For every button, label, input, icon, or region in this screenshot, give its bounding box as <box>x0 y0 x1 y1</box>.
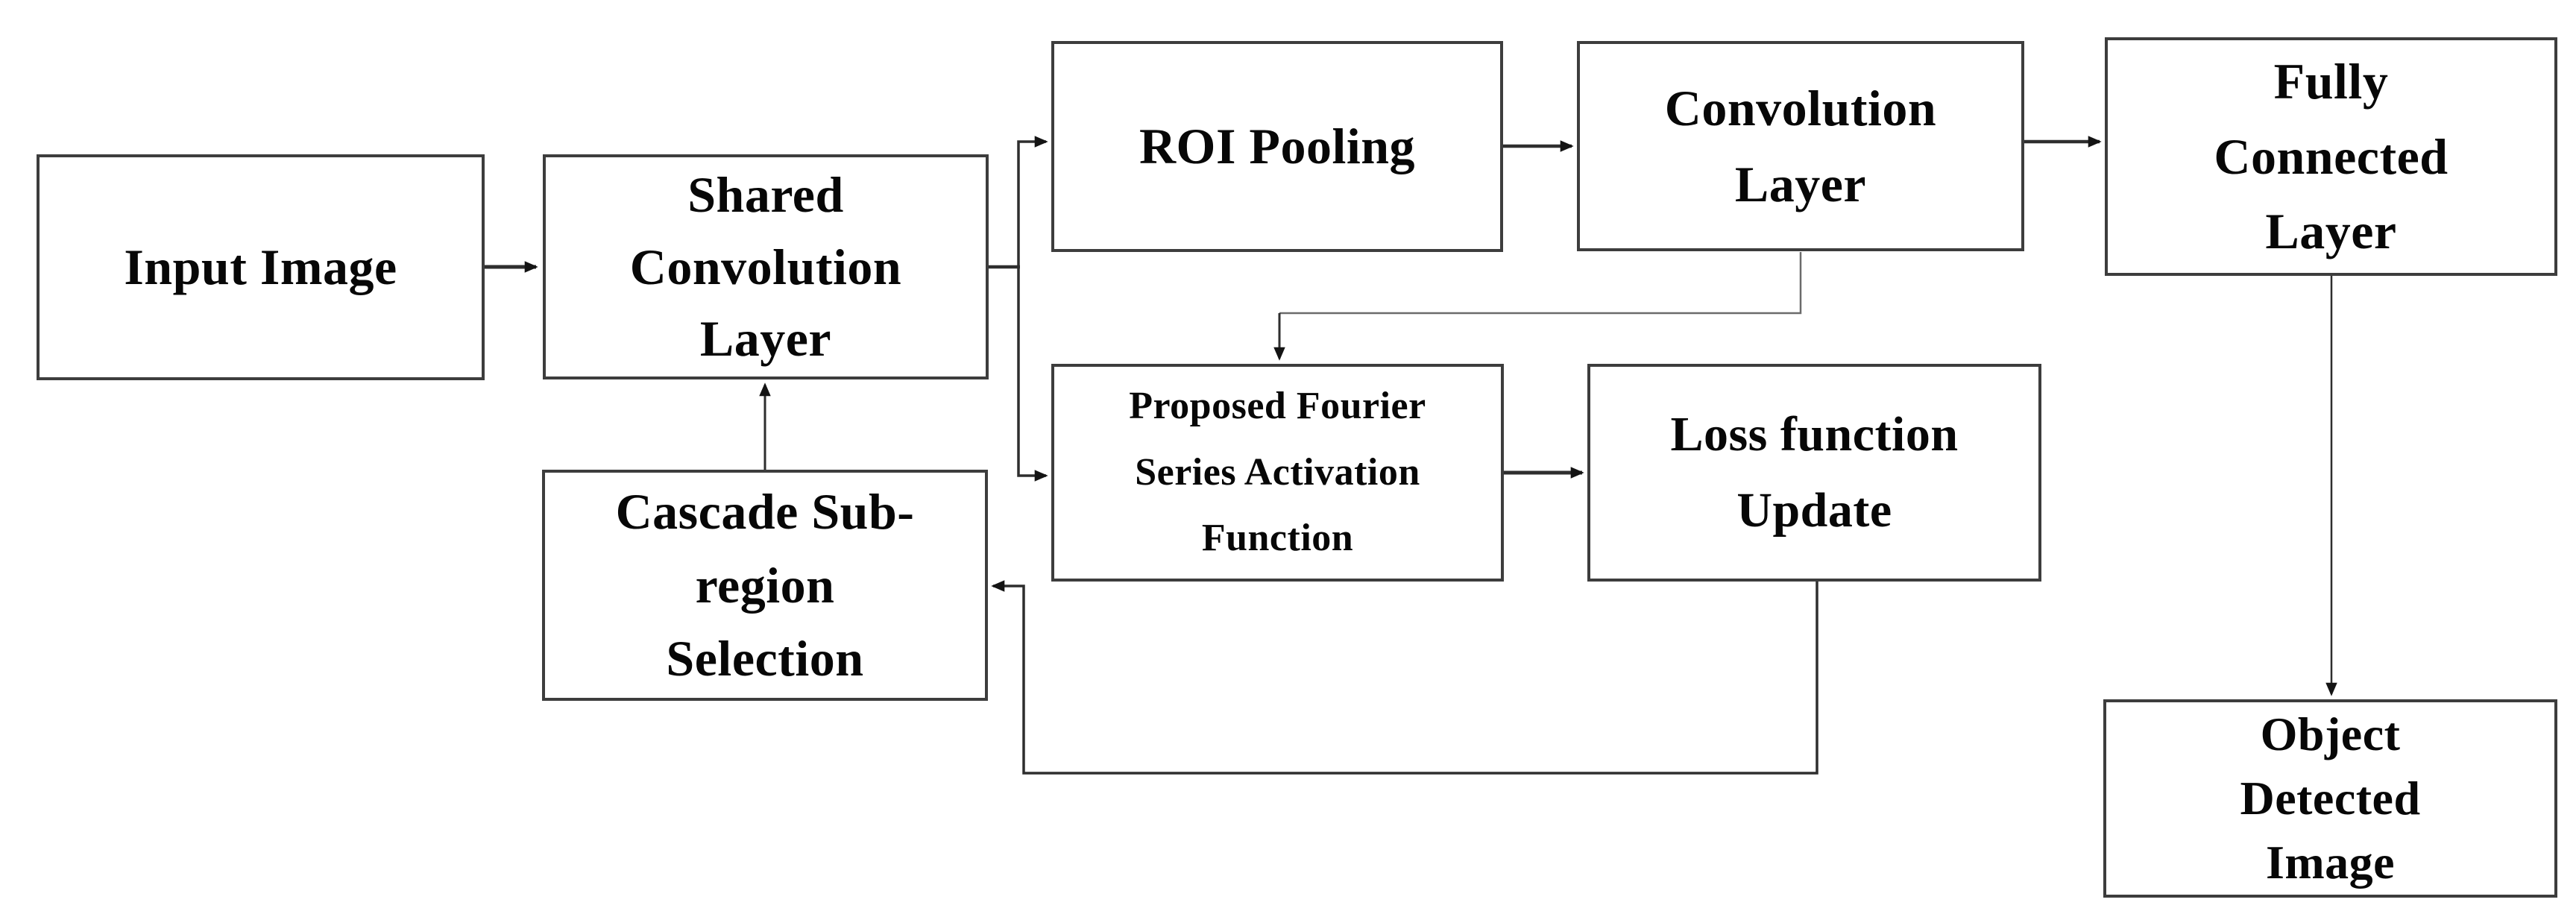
arrow-loss-update-to-cascade <box>991 580 1818 775</box>
line-conv-layer-to-fourier-elbow <box>1279 252 1802 315</box>
arrow-shared-conv-to-fourier <box>1017 267 1048 482</box>
node-loss-function-update: Loss function Update <box>1587 364 2041 582</box>
node-fourier-series-activation-function: Proposed Fourier Series Activation Funct… <box>1051 364 1504 582</box>
node-cascade-subregion-selection: Cascade Sub- region Selection <box>542 470 988 701</box>
node-shared-convolution-layer: Shared Convolution Layer <box>543 154 989 379</box>
node-roi-pooling: ROI Pooling <box>1051 41 1503 252</box>
arrow-shared-conv-to-roi-pooling <box>1017 136 1048 267</box>
node-fully-connected-layer: Fully Connected Layer <box>2105 37 2557 276</box>
node-convolution-layer: Convolution Layer <box>1577 41 2024 251</box>
node-object-detected-image: Object Detected Image <box>2103 699 2557 898</box>
node-input-image: Input Image <box>37 154 485 380</box>
